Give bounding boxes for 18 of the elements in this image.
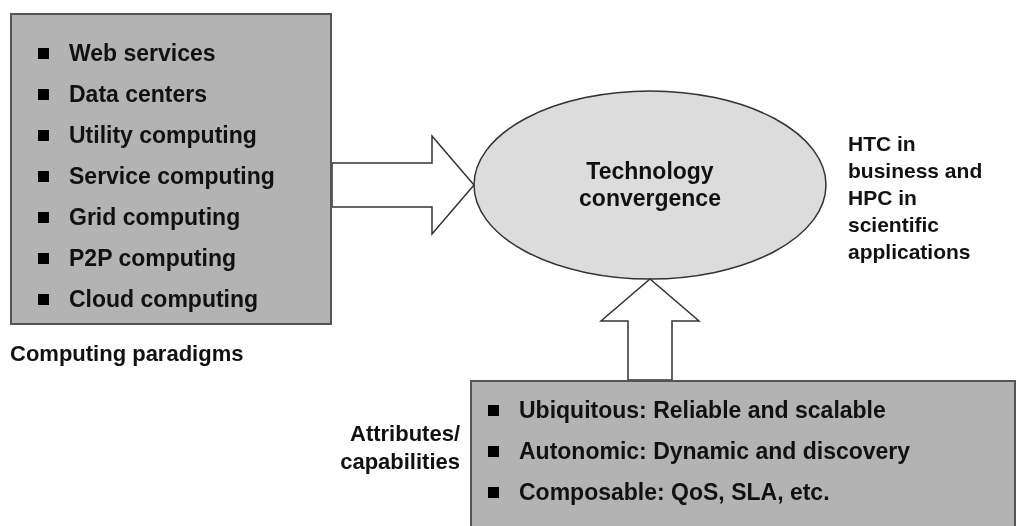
list-item: P2P computing: [69, 245, 236, 272]
node-label: Computing paradigms: [10, 340, 245, 368]
note-text: HTC in business and HPC in scientific applications: [848, 131, 984, 265]
node-label: Technology convergence: [578, 158, 722, 212]
list-item: Service computing: [69, 163, 275, 190]
list-item: Web services: [69, 40, 216, 67]
list-item: Autonomic: Dynamic and discovery: [519, 438, 911, 465]
list-item: Cloud computing: [69, 286, 259, 313]
block-arrow: [331, 133, 475, 237]
list-item: Composable: QoS, SLA, etc.: [519, 479, 830, 506]
list-item: Ubiquitous: Reliable and scalable: [519, 397, 886, 424]
list-panel: [10, 13, 332, 325]
list-panel: [470, 380, 1016, 526]
list-item: Data centers: [69, 81, 208, 108]
node-label: Attributes/ capabilities: [339, 420, 460, 476]
block-arrow: [598, 278, 702, 381]
list-item: Grid computing: [69, 204, 241, 231]
list-item: Utility computing: [69, 122, 257, 149]
